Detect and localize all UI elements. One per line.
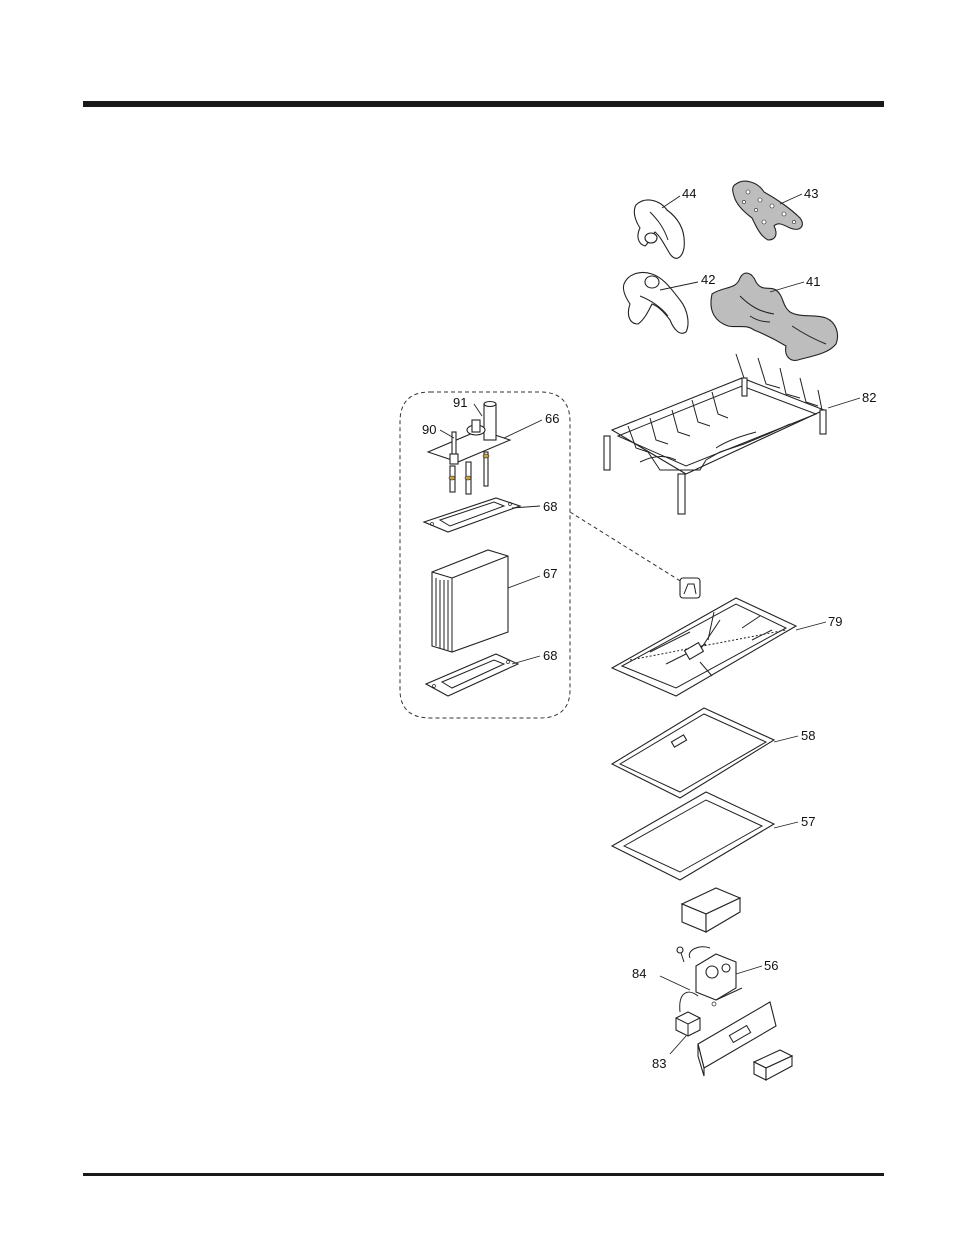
grate-82 <box>604 354 826 514</box>
valve-bracket <box>682 888 740 932</box>
leader-79 <box>796 622 826 630</box>
callout-43: 43 <box>804 186 818 201</box>
leader-84 <box>660 976 690 990</box>
panel-58 <box>612 708 774 798</box>
callout-67: 67 <box>543 566 557 581</box>
callout-68-lower: 68 <box>543 648 557 663</box>
leader-82 <box>828 398 860 408</box>
gas-valve-56 <box>677 947 736 1000</box>
leader-68-lower <box>512 656 540 664</box>
callout-58: 58 <box>801 728 815 743</box>
box-67 <box>432 550 508 652</box>
igniter-83 <box>676 1012 700 1036</box>
callout-79: 79 <box>828 614 842 629</box>
leader-83 <box>670 1036 686 1054</box>
leader-43 <box>780 194 802 204</box>
gasket-68-upper <box>424 498 520 532</box>
callout-90: 90 <box>422 422 436 437</box>
detail-connector <box>570 512 682 582</box>
leader-44 <box>662 196 680 208</box>
log-42 <box>623 272 688 333</box>
callout-41: 41 <box>806 274 820 289</box>
leader-56 <box>736 966 762 974</box>
leader-58 <box>774 736 798 742</box>
callout-82: 82 <box>862 390 876 405</box>
gasket-68-lower <box>426 654 518 696</box>
leader-66 <box>504 420 542 438</box>
callout-83: 83 <box>652 1056 666 1071</box>
callout-84: 84 <box>632 966 646 981</box>
gasket-57 <box>612 792 774 880</box>
leader-67 <box>508 576 540 588</box>
leader-91 <box>474 404 482 416</box>
callout-42: 42 <box>701 272 715 287</box>
pilot-assembly-66 <box>428 402 510 495</box>
wire-84 <box>680 992 698 1012</box>
callout-66: 66 <box>545 411 559 426</box>
callout-91: 91 <box>453 395 467 410</box>
leader-41 <box>770 282 804 292</box>
pilot-hood <box>680 578 700 598</box>
callout-56: 56 <box>764 958 778 973</box>
burner-tray-79 <box>612 598 796 696</box>
log-43 <box>733 181 803 240</box>
callout-44: 44 <box>682 186 696 201</box>
callout-68-upper: 68 <box>543 499 557 514</box>
log-44 <box>634 200 684 258</box>
callout-57: 57 <box>801 814 815 829</box>
leader-57 <box>774 822 798 828</box>
junction-box <box>754 1050 792 1080</box>
